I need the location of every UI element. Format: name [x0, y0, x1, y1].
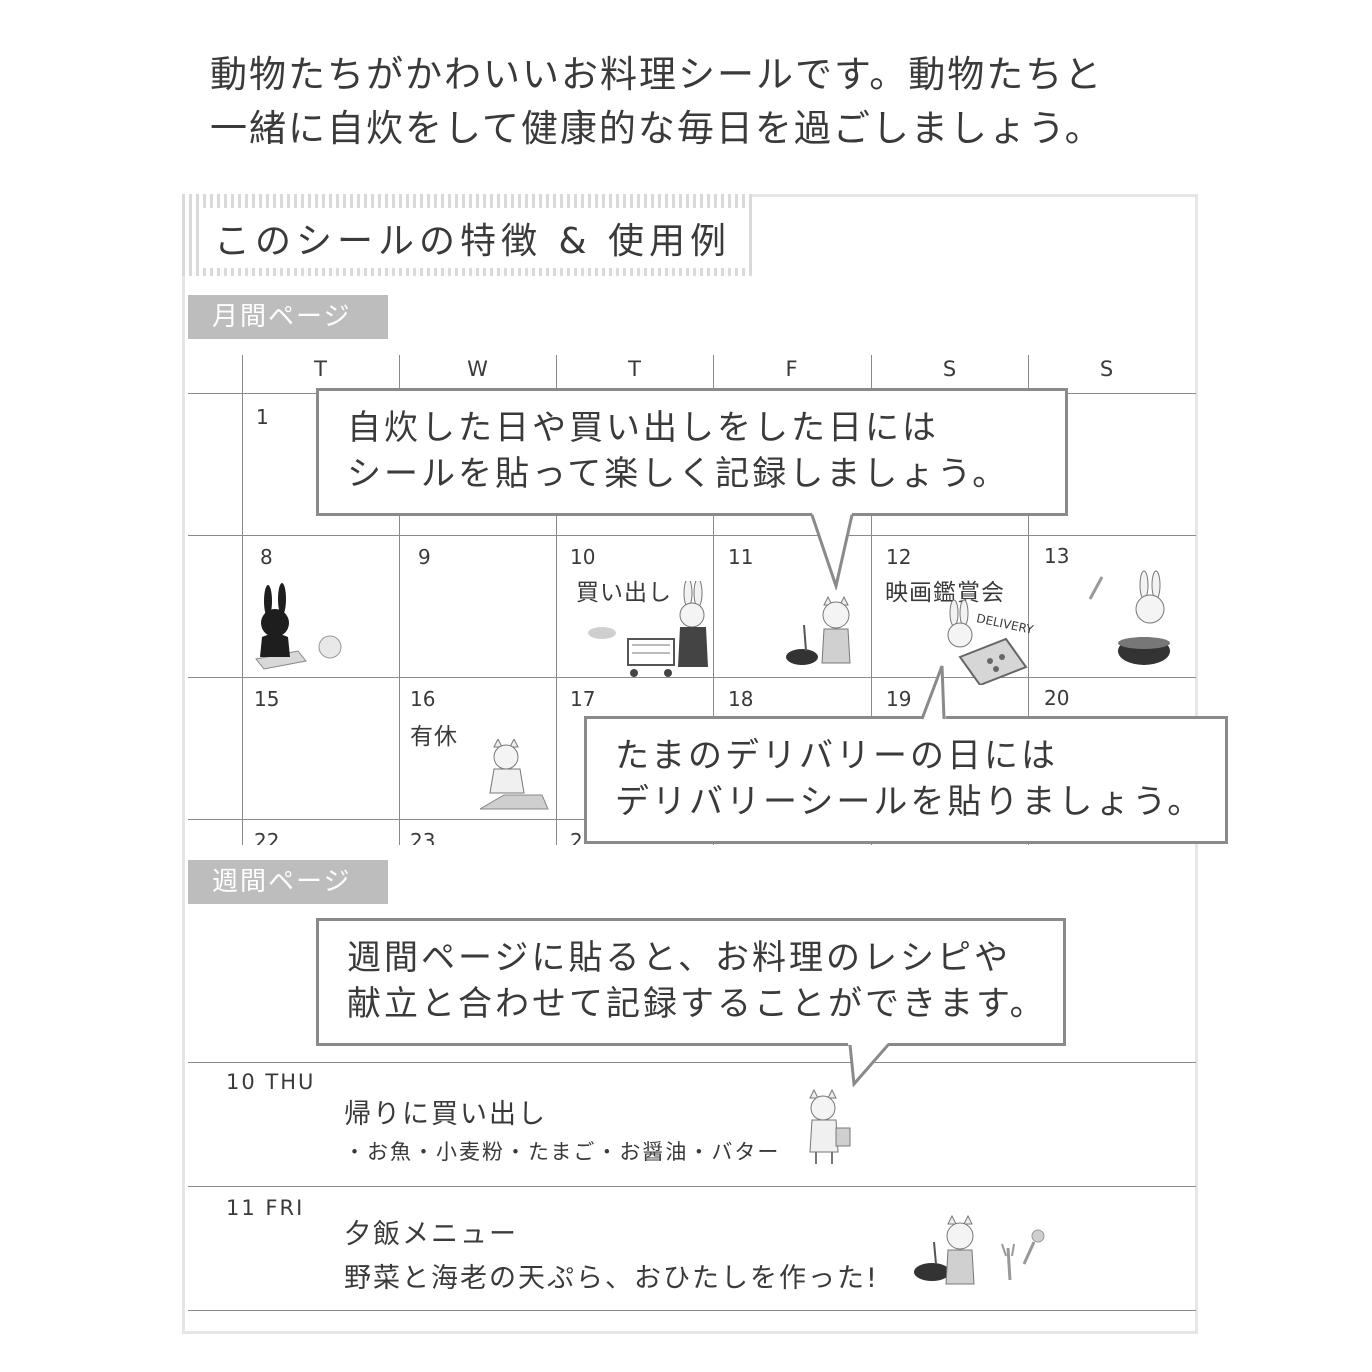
day-header-sat: S — [942, 357, 957, 381]
weekly-callout-pointer — [848, 1043, 890, 1088]
date-15: 15 — [254, 687, 280, 711]
date-20: 20 — [1044, 686, 1070, 710]
weekly-callout: 週間ページに貼ると、お料理のレシピや 献立と合わせて記録することができます。 — [316, 918, 1066, 1046]
callout-1-line-2: シールを貼って楽しく記録しましょう。 — [347, 454, 1010, 494]
intro-line-1: 動物たちがかわいいお料理シールです。動物たちと — [210, 53, 1104, 96]
day-header-wed: W — [467, 357, 488, 381]
monthly-callout-2: たまのデリバリーの日には デリバリーシールを貼りましょう。 — [584, 716, 1228, 844]
calendar-col-divider — [399, 355, 400, 845]
rabbit-cooking-sticker — [255, 583, 342, 670]
day-header-tue: T — [314, 357, 327, 381]
date-11: 11 — [728, 545, 754, 569]
intro-line-2: 一緒に自炊をして健康的な毎日を過ごしましょう。 — [210, 107, 1104, 150]
weekly-callout-line-1: 週間ページに貼ると、お料理のレシピや — [347, 938, 1011, 978]
date-1: 1 — [256, 405, 269, 429]
date-17: 17 — [570, 687, 596, 711]
callout-2-line-2: デリバリーシールを貼りましょう。 — [615, 782, 1205, 822]
monthly-calendar: T W T F S S 1 8 9 10 11 12 13 15 16 17 1… — [188, 355, 1196, 845]
calendar-col-divider — [556, 355, 557, 845]
weekly-entry-title: 夕飯メニュー — [344, 1219, 518, 1250]
features-header-title: このシールの特徴 & 使用例 — [200, 208, 749, 268]
callout-1-line-1: 自炊した日や買い出しをした日には — [347, 408, 939, 448]
date-24: 2 — [570, 829, 583, 845]
calendar-col-divider — [242, 355, 243, 845]
weekly-page-tab: 週間ページ — [188, 860, 388, 904]
note-day-10: 買い出し — [576, 580, 672, 606]
weekly-row-divider — [188, 1310, 1196, 1311]
callout-1-pointer — [810, 513, 854, 590]
date-13: 13 — [1044, 544, 1070, 568]
weekly-entry-title: 帰りに買い出し — [344, 1099, 547, 1130]
weekly-row-divider — [188, 1062, 1196, 1063]
date-19: 19 — [886, 687, 912, 711]
date-23: 23 — [410, 829, 436, 845]
calendar-col-divider — [1028, 355, 1029, 845]
callout-2-line-1: たまのデリバリーの日には — [615, 736, 1058, 776]
cat-shopping-sticker — [809, 1088, 851, 1164]
date-9: 9 — [418, 545, 431, 569]
date-18: 18 — [728, 687, 754, 711]
day-header-sun: S — [1099, 357, 1114, 381]
rabbit-delivery-sticker — [947, 599, 1028, 685]
date-10: 10 — [570, 545, 596, 569]
note-day-12: 映画鑑賞会 — [885, 580, 1005, 606]
rabbit-chef-sticker — [1088, 570, 1170, 665]
day-header-fri: F — [785, 357, 798, 381]
rabbit-shopping-sticker — [588, 581, 708, 677]
monthly-page-tab: 月間ページ — [188, 295, 388, 339]
weekly-entry-detail: 野菜と海老の天ぷら、おひたしを作った! — [344, 1263, 879, 1294]
date-8: 8 — [260, 545, 273, 569]
monthly-callout-1: 自炊した日や買い出しをした日には シールを貼って楽しく記録しましょう。 — [316, 388, 1068, 516]
calendar-col-divider — [871, 355, 872, 845]
date-12: 12 — [886, 545, 912, 569]
day-header-thu: T — [628, 357, 641, 381]
date-16: 16 — [410, 687, 436, 711]
date-22: 22 — [254, 829, 280, 845]
weekly-callout-line-2: 献立と合わせて記録することができます。 — [347, 984, 1047, 1024]
cat-cooking-sticker — [786, 595, 851, 665]
intro-text: 動物たちがかわいいお料理シールです。動物たちと 一緒に自炊をして健康的な毎日を過… — [210, 48, 1210, 156]
calendar-row-divider — [188, 535, 1196, 536]
calendar-col-divider — [713, 355, 714, 845]
calendar-row-divider — [188, 677, 1196, 678]
cat-relaxing-sticker — [480, 739, 549, 810]
features-header: このシールの特徴 & 使用例 — [182, 194, 752, 276]
callout-2-pointer — [920, 665, 946, 720]
weekly-date-thu: 10 THU — [226, 1070, 316, 1094]
cat-cooking-utensils-sticker — [914, 1214, 1045, 1285]
note-day-16: 有休 — [410, 724, 458, 750]
weekly-entry-detail: ・お魚・小麦粉・たまご・お醤油・バター — [344, 1140, 781, 1164]
weekly-row-divider — [188, 1186, 1196, 1187]
weekly-date-fri: 11 FRI — [226, 1196, 305, 1220]
